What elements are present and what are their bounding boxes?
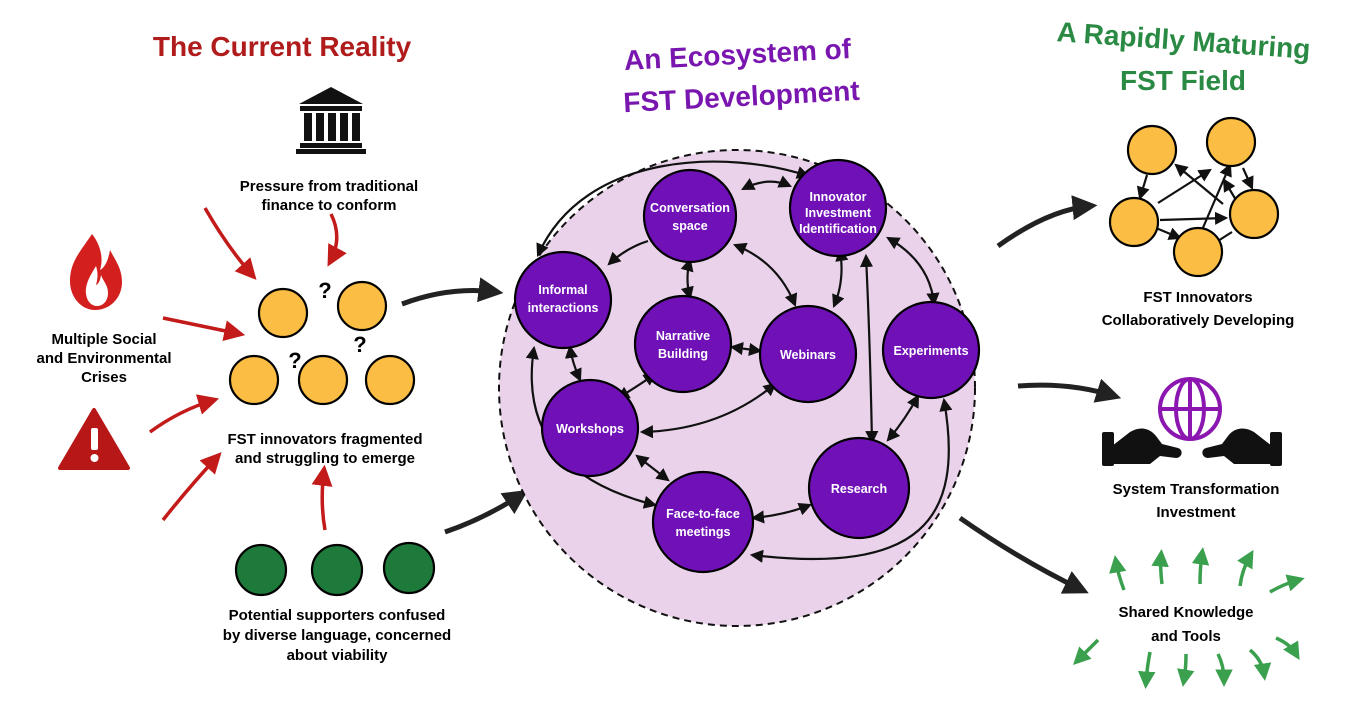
innovators-label-line2: and struggling to emerge xyxy=(235,450,415,467)
investment-label-line1: System Transformation xyxy=(1113,481,1280,498)
node-label: meetings xyxy=(676,525,731,539)
innovator-circle xyxy=(297,354,349,406)
innovator-circle xyxy=(1126,124,1178,176)
innovators-label-line1: FST innovators fragmented xyxy=(227,431,422,448)
node-label: Narrative xyxy=(656,329,710,343)
node-label: Conversation xyxy=(650,201,730,215)
node-label: Building xyxy=(658,347,708,361)
potential-supporters xyxy=(234,541,436,597)
supporters-label-line3: about viability xyxy=(287,647,389,664)
node-innovator-investment-identification: Innovator Investment Identification xyxy=(788,158,888,258)
node-label: space xyxy=(672,219,707,233)
right-title-line1: A Rapidly Maturing xyxy=(1056,16,1312,65)
node-research: Research xyxy=(807,436,911,540)
finance-label-line1: Pressure from traditional xyxy=(240,178,418,195)
knowledge-label-line2: and Tools xyxy=(1151,628,1221,645)
innovator-circle xyxy=(336,280,388,332)
node-workshops: Workshops xyxy=(540,378,640,478)
node-face-to-face-meetings: Face-to-face meetings xyxy=(651,470,755,574)
node-narrative-building: Narrative Building xyxy=(633,294,733,394)
innovator-circle xyxy=(1205,116,1257,168)
center-title-line2: FST Development xyxy=(623,75,861,118)
node-label: Research xyxy=(831,482,887,496)
question-mark: ? xyxy=(288,348,301,373)
innovator-circle xyxy=(1228,188,1280,240)
innovator-circle xyxy=(257,287,309,339)
node-label: interactions xyxy=(528,301,599,315)
supporters-label-line2: by diverse language, concerned xyxy=(223,627,451,644)
pressure-arrows xyxy=(148,207,347,531)
supporters-label-line1: Potential supporters confused xyxy=(229,607,446,624)
supporter-circle xyxy=(234,543,288,597)
supporter-circle xyxy=(382,541,436,595)
bank-icon xyxy=(296,87,366,154)
crises-label-line2: and Environmental xyxy=(36,350,171,367)
investment-label-line2: Investment xyxy=(1156,504,1235,521)
node-informal-interactions: Informal interactions xyxy=(513,250,613,350)
globe-icon xyxy=(1158,377,1222,441)
node-label: Face-to-face xyxy=(666,507,740,521)
crises-label-line3: Crises xyxy=(81,369,127,386)
innovator-circle xyxy=(1172,226,1224,278)
flow-arrow xyxy=(996,195,1098,249)
innovator-circle xyxy=(228,354,280,406)
innovator-circle xyxy=(1108,196,1160,248)
node-label: Experiments xyxy=(893,344,968,358)
node-label: Informal xyxy=(538,283,587,297)
finance-label-line2: finance to conform xyxy=(261,197,396,214)
collab-label-line2: Collaboratively Developing xyxy=(1102,312,1295,329)
collaboration-network xyxy=(1108,116,1280,278)
flow-arrow xyxy=(1017,378,1122,403)
node-conversation-space: Conversation space xyxy=(642,168,738,264)
node-webinars: Webinars xyxy=(758,304,858,404)
flame-icon xyxy=(70,234,122,310)
node-label: Webinars xyxy=(780,348,836,362)
open-hands-icon xyxy=(1102,428,1282,466)
crises-label-line1: Multiple Social xyxy=(51,331,156,348)
flow-arrow xyxy=(444,489,529,535)
node-experiments: Experiments xyxy=(881,300,981,400)
knowledge-label-line1: Shared Knowledge xyxy=(1118,604,1253,621)
question-mark: ? xyxy=(353,332,366,357)
knowledge-spread-arrows xyxy=(1073,547,1305,689)
flow-arrow xyxy=(958,515,1089,594)
center-title-line1: An Ecosystem of xyxy=(623,33,852,76)
innovator-circle xyxy=(364,354,416,406)
node-label: Investment xyxy=(805,206,872,220)
supporter-circle xyxy=(310,543,364,597)
right-title-line2: FST Field xyxy=(1120,65,1246,96)
flow-arrow xyxy=(401,277,504,307)
node-label: Innovator xyxy=(810,190,867,204)
fragmented-innovators xyxy=(228,280,416,406)
node-label: Workshops xyxy=(556,422,624,436)
collab-label-line1: FST Innovators xyxy=(1143,289,1252,306)
warning-icon xyxy=(58,408,130,470)
node-label: Identification xyxy=(799,222,877,236)
left-title: The Current Reality xyxy=(153,31,412,62)
question-mark: ? xyxy=(318,278,331,303)
